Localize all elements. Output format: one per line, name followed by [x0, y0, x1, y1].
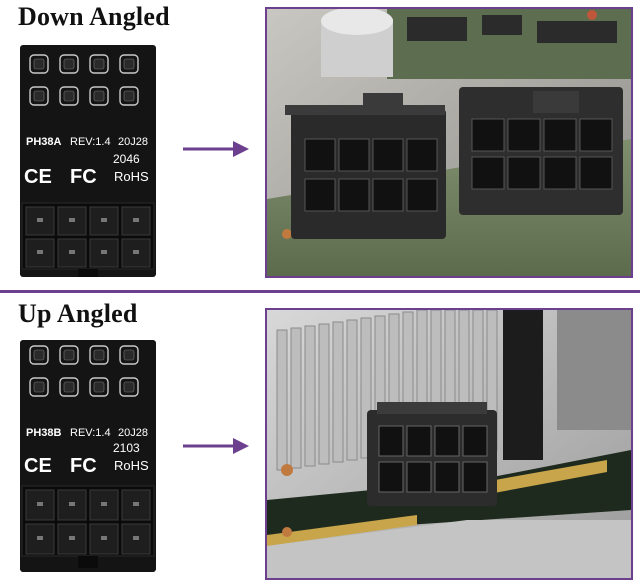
board-rev-label: REV:1.4 [70, 136, 111, 148]
arrow-right-icon [183, 438, 249, 454]
board-serial-label: 2103 [113, 441, 140, 455]
section-title-up-angled: Up Angled [18, 299, 138, 328]
fcc-mark: FC [70, 455, 97, 477]
board-serial-label: 2046 [113, 152, 140, 166]
board-code-label: 20J28 [118, 136, 148, 148]
adapter-board-up-angled: PH38B REV:1.4 20J28 2103 CE FC RoHS [20, 340, 156, 572]
installed-photo-up-angled [265, 308, 633, 580]
board-model-label: PH38B [26, 427, 62, 439]
board-model-label: PH38A [26, 136, 62, 148]
arrow-right-icon [183, 141, 249, 157]
ce-mark: CE [24, 455, 52, 477]
section-title-down-angled: Down Angled [18, 2, 170, 31]
board-code-label: 20J28 [118, 427, 148, 439]
ce-mark: CE [24, 166, 52, 188]
installed-photo-down-angled [265, 7, 633, 278]
rohs-mark: RoHS [114, 458, 149, 473]
rohs-mark: RoHS [114, 169, 149, 184]
section-divider [0, 290, 640, 293]
board-rev-label: REV:1.4 [70, 427, 111, 439]
adapter-board-down-angled: PH38A REV:1.4 20J28 2046 CE FC RoHS [20, 45, 156, 277]
fcc-mark: FC [70, 166, 97, 188]
